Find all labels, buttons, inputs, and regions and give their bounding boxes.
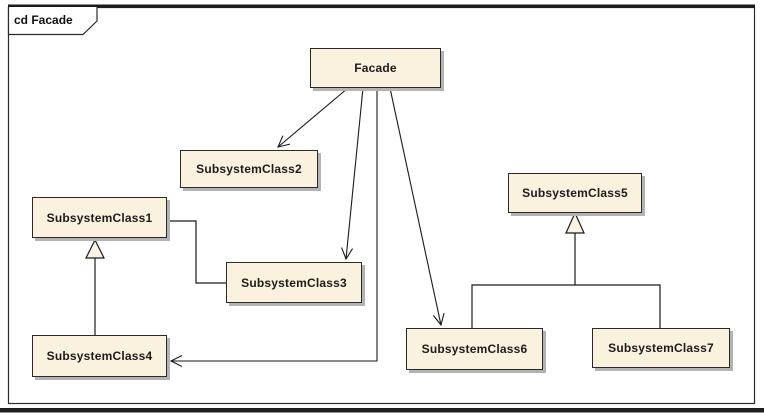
class-box-subsystemclass7: SubsystemClass7 <box>592 328 730 368</box>
class-box-subsystemclass4: SubsystemClass4 <box>32 335 167 377</box>
connector-tree-branches-subsystemclass6-7 <box>471 284 661 328</box>
class-box-subsystemclass1: SubsystemClass1 <box>32 197 167 238</box>
class-box-subsystemclass3: SubsystemClass3 <box>226 262 362 303</box>
class-name-subsystemclass7: SubsystemClass7 <box>608 341 714 355</box>
connector-facade-to-subsystemclass2 <box>277 87 349 148</box>
class-box-subsystemclass2: SubsystemClass2 <box>180 150 318 188</box>
class-name-facade: Facade <box>354 61 397 75</box>
class-name-subsystemclass5: SubsystemClass5 <box>522 186 628 200</box>
class-name-subsystemclass4: SubsystemClass4 <box>46 349 153 363</box>
connector-facade-to-subsystemclass3 <box>341 87 364 261</box>
class-box-subsystemclass6: SubsystemClass6 <box>406 328 543 370</box>
frame-tab-shape <box>7 7 98 36</box>
connector-facade-to-subsystemclass4 <box>169 88 378 367</box>
image-bottom-edge <box>0 408 764 413</box>
class-name-subsystemclass3: SubsystemClass3 <box>241 275 347 290</box>
class-name-subsystemclass6: SubsystemClass6 <box>421 342 528 356</box>
class-box-subsystemclass5: SubsystemClass5 <box>508 173 642 213</box>
frame-title: cd Facade <box>14 13 73 27</box>
class-name-subsystemclass2: SubsystemClass2 <box>196 162 302 176</box>
generalization-triangle-subsystemclass5 <box>565 211 585 234</box>
class-box-facade: Facade <box>310 48 441 88</box>
generalization-triangle-subsystemclass1 <box>85 238 105 259</box>
class-name-subsystemclass1: SubsystemClass1 <box>46 210 153 225</box>
connector-facade-to-subsystemclass6 <box>389 87 445 327</box>
connector-subsystemclass1-to-subsystemclass3 <box>167 220 226 284</box>
